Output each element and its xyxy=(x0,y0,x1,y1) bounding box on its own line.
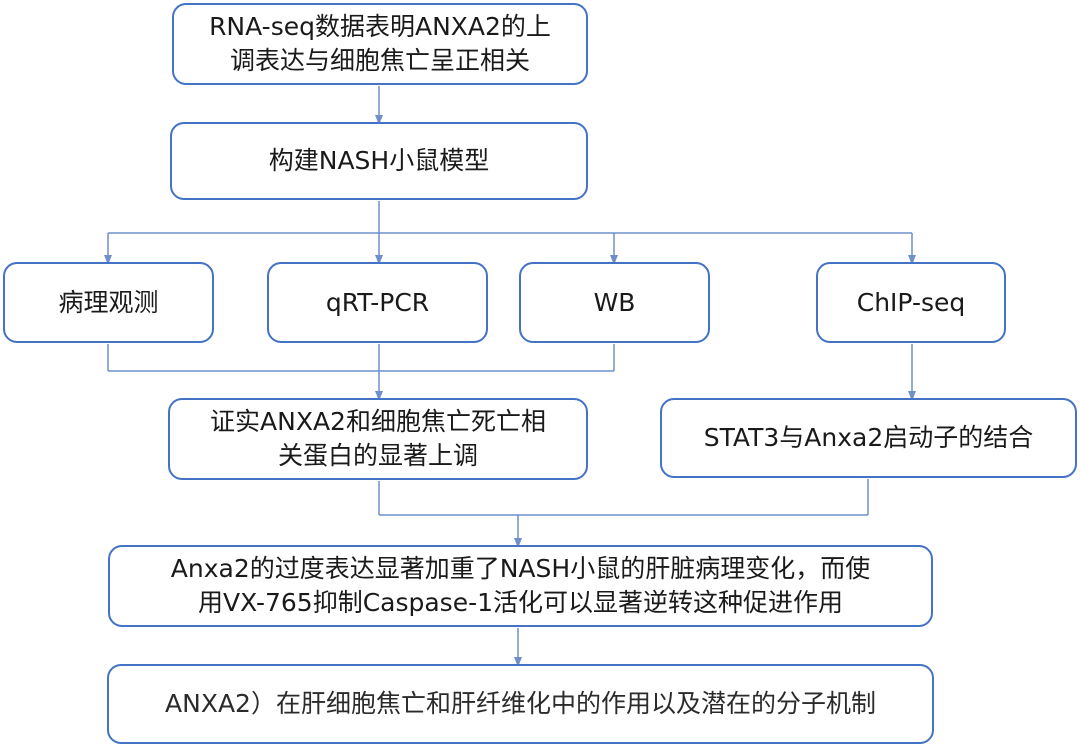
node-rnaseq-finding: RNA-seq数据表明ANXA2的上 调表达与细胞焦亡呈正相关 xyxy=(172,3,588,85)
node-confirm-line1: 证实ANXA2和细胞焦亡死亡相 xyxy=(210,407,546,436)
node-anxa2-overexpression: Anxa2的过度表达显著加重了NASH小鼠的肝脏病理变化，而使 用VX-765抑… xyxy=(108,545,933,627)
node-wb-label: WB xyxy=(593,287,636,317)
node-pathology-label: 病理观测 xyxy=(58,287,159,317)
node-stat3-label: STAT3与Anxa2启动子的结合 xyxy=(703,423,1034,452)
node-qpcr-label: qRT-PCR xyxy=(325,287,430,317)
node-wb: WB xyxy=(519,262,710,343)
node-confirm-line2: 关蛋白的显著上调 xyxy=(277,441,478,470)
node-conclusion-label: ANXA2）在肝细胞焦亡和肝纤维化中的作用以及潜在的分子机制 xyxy=(165,689,876,718)
node-nash-model: 构建NASH小鼠模型 xyxy=(170,122,588,200)
node-rnaseq-line1: RNA-seq数据表明ANXA2的上 xyxy=(209,12,551,41)
node-conclusion: ANXA2）在肝细胞焦亡和肝纤维化中的作用以及潜在的分子机制 xyxy=(107,664,934,744)
node-stat3-binding: STAT3与Anxa2启动子的结合 xyxy=(660,398,1077,478)
node-confirm-upregulation: 证实ANXA2和细胞焦亡死亡相 关蛋白的显著上调 xyxy=(168,398,588,480)
node-chipseq-label: ChIP-seq xyxy=(856,287,966,317)
node-chipseq: ChIP-seq xyxy=(816,262,1006,343)
node-rnaseq-line2: 调表达与细胞焦亡呈正相关 xyxy=(229,46,530,75)
node-nash-model-label: 构建NASH小鼠模型 xyxy=(268,146,490,175)
node-qpcr: qRT-PCR xyxy=(267,262,488,343)
node-anxa2-line1: Anxa2的过度表达显著加重了NASH小鼠的肝脏病理变化，而使 xyxy=(170,554,871,583)
node-pathology: 病理观测 xyxy=(3,262,214,343)
node-anxa2-line2: 用VX-765抑制Caspase-1活化可以显著逆转这种促进作用 xyxy=(197,588,844,617)
